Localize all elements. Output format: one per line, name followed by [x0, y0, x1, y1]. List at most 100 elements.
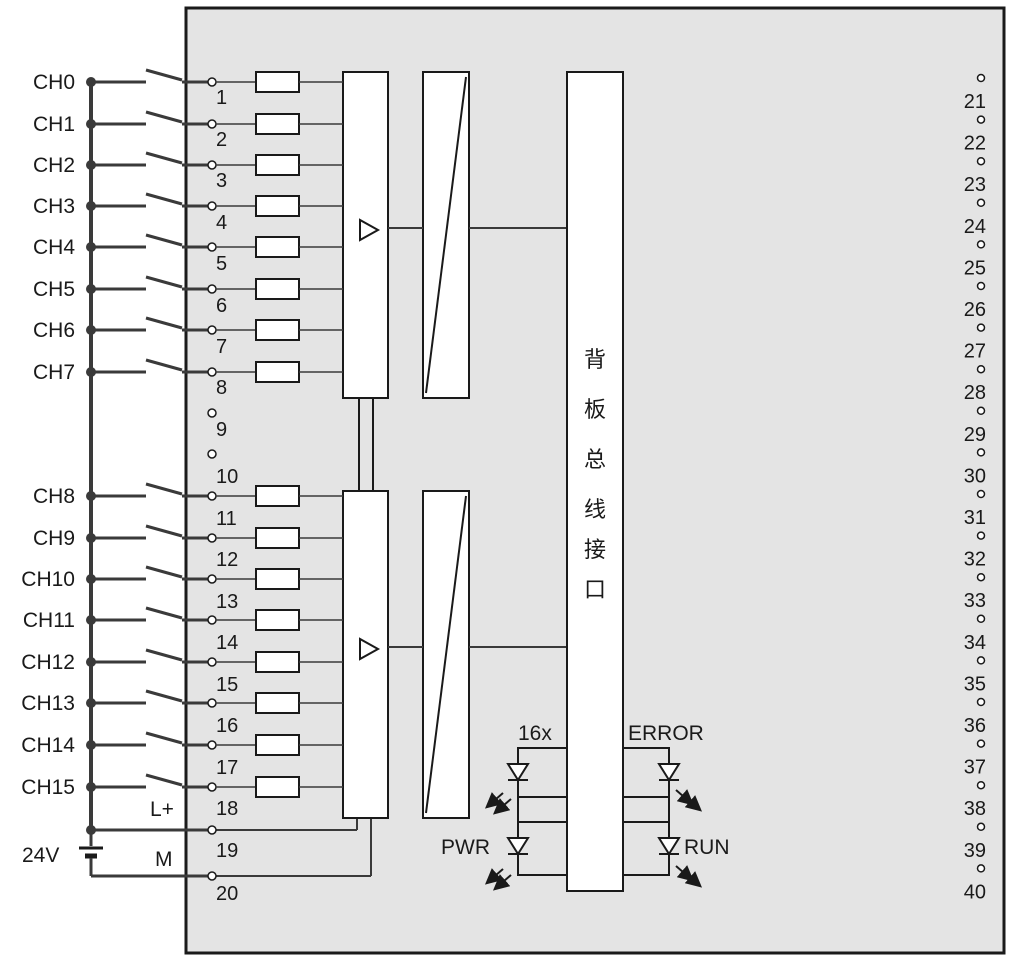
led-diode-icon [484, 837, 530, 891]
led-diode-icon [484, 763, 530, 815]
resistor-icon [255, 485, 300, 507]
terminal-icon [207, 871, 217, 881]
resistor-icon [255, 527, 300, 549]
pin-number: 32 [964, 549, 986, 571]
pin-number: 30 [964, 465, 986, 487]
terminal-icon [207, 119, 217, 129]
channel-row: CH8 [33, 482, 343, 508]
resistor-icon [255, 609, 300, 631]
resistor-icon [255, 319, 300, 341]
pin-number: 17 [216, 757, 238, 779]
pin-number: 22 [964, 133, 986, 155]
channel-label: CH14 [21, 734, 75, 757]
channel-row: CH12 [21, 648, 343, 674]
terminal-icon [207, 284, 217, 294]
terminal-icon [976, 489, 986, 499]
pin-number: 13 [216, 591, 238, 613]
channel-row: CH14 [21, 731, 343, 757]
amplifier-triangle-icon [359, 218, 381, 242]
resistor-icon [255, 113, 300, 135]
terminal-icon [207, 77, 217, 87]
switch-contact-icon [145, 482, 183, 496]
m-label: M [155, 848, 173, 871]
switch-contact-icon [145, 68, 183, 82]
terminal-icon [976, 864, 986, 873]
battery-24v-icon [79, 830, 209, 878]
pin-number: 39 [964, 840, 986, 862]
switch-contact-icon [145, 565, 183, 579]
pin-number: 8 [216, 377, 227, 399]
terminal-icon [976, 323, 986, 332]
pin-number: 1 [216, 87, 227, 109]
channel-label: CH0 [33, 71, 75, 94]
channel-row: CH4 [33, 233, 343, 259]
terminal-icon [976, 198, 986, 208]
terminal-icon [207, 533, 217, 543]
switch-contact-icon [145, 151, 183, 165]
pin-number: 11 [216, 508, 237, 530]
channel-row: CH1 [33, 110, 343, 136]
led-wiring [517, 747, 670, 876]
switch-contact-icon [145, 524, 183, 538]
terminal-icon [207, 615, 217, 625]
terminal-icon [976, 697, 986, 707]
pin-number: 31 [964, 507, 986, 529]
channel-label: CH8 [33, 485, 75, 508]
isolation-block-bottom [422, 490, 470, 819]
channel-row: CH0 [33, 68, 343, 94]
channel-row: CH9 [33, 524, 343, 550]
resistor-icon [255, 236, 300, 258]
channel-label: CH10 [21, 568, 75, 591]
led-diode-icon [657, 837, 703, 888]
error-led-label: ERROR [628, 722, 704, 745]
channel-row: CH5 [33, 275, 343, 301]
terminal-icon [976, 364, 986, 374]
switch-contact-icon [145, 731, 183, 745]
pin-number: 4 [216, 212, 227, 234]
terminal-icon [207, 201, 217, 211]
switch-contact-icon [145, 358, 183, 372]
channel-label: CH1 [33, 113, 75, 136]
terminal-icon [976, 822, 986, 832]
pin-number: 27 [964, 341, 986, 363]
pwr-led-label: PWR [441, 836, 490, 859]
pin-number: 36 [964, 715, 986, 737]
terminal-icon [207, 657, 217, 667]
pin-number: 9 [216, 419, 227, 441]
input-channels: CH0CH1CH2CH3CH4CH5CH6CH7CH8CH9CH10CH11CH… [21, 68, 343, 799]
resistor-icon [255, 278, 300, 300]
switch-contact-icon [145, 606, 183, 620]
terminal-icon [207, 408, 217, 418]
terminal-icon [207, 825, 217, 835]
pin-number: 7 [216, 336, 227, 358]
pin-number: 20 [216, 883, 238, 905]
isolation-diagonal-bottom [425, 495, 467, 814]
pin-number: 23 [964, 174, 986, 196]
terminal-icon [207, 698, 217, 708]
terminal-icon [976, 156, 986, 166]
terminal-icon [976, 739, 986, 748]
pin-number: 18 [216, 798, 238, 820]
resistor-icon [255, 651, 300, 673]
pin-number: 35 [964, 673, 986, 695]
pin-number: 14 [216, 632, 238, 654]
channel-label: CH5 [33, 278, 75, 301]
terminal-icon [207, 367, 217, 377]
channel-row: CH11 [23, 606, 343, 632]
channel-row: CH15 [21, 773, 343, 799]
supply-voltage-label: 24V [22, 844, 59, 867]
terminal-icon [976, 281, 986, 291]
bus-label: 背 板 总 线 接 口 [584, 348, 606, 603]
channel-label: CH4 [33, 236, 75, 259]
terminal-icon [976, 780, 986, 790]
switch-contact-icon [145, 233, 183, 247]
channel-row: CH3 [33, 192, 343, 218]
terminal-icon [207, 325, 217, 335]
channel-row: CH10 [21, 565, 343, 591]
backplane-bus-interface [566, 71, 624, 892]
resistor-icon [255, 568, 300, 590]
pin-number: 5 [216, 253, 227, 275]
bus-label-char: 线 [584, 498, 606, 523]
